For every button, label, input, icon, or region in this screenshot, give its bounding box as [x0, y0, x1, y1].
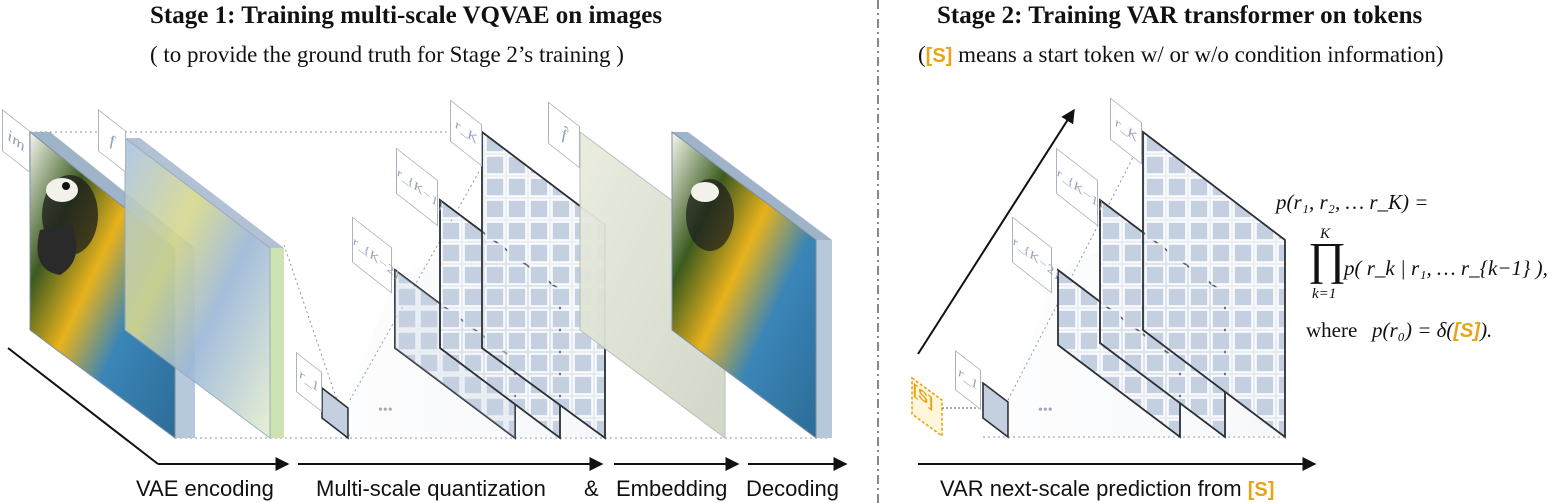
stage2-subtitle-rest: means a start token w/ or w/o condition … — [952, 42, 1444, 67]
formula-line3-token: [S] — [1453, 320, 1481, 342]
caption-amp: & — [584, 476, 599, 501]
stage2-token-map-r1 — [982, 381, 1009, 439]
caption-var-prefix: VAR next-scale prediction from — [940, 476, 1242, 501]
input-image-panel — [29, 130, 195, 439]
stage2-token-map-rK — [1142, 130, 1286, 439]
formula-upper-limit: K — [1320, 226, 1331, 242]
guide-lines — [30, 131, 830, 439]
token-map-rK — [481, 130, 606, 440]
formula-line1: p(r₁, r₂, … r_K) = — [1276, 190, 1429, 214]
token-map-r1 — [321, 386, 349, 440]
formula-product-symbol: ∏ — [1308, 233, 1346, 284]
caption-var-token: [S] — [1247, 479, 1275, 501]
stage1-title: Stage 1: Training multi-scale VQVAE on i… — [150, 2, 663, 29]
formula-term: p( r_k | r₁, … r_{k−1} ), — [1344, 256, 1548, 280]
reconstructed-image-panel — [671, 131, 832, 439]
caption-vae-encoding: VAE encoding — [136, 476, 274, 501]
caption-decoding: Decoding — [746, 476, 839, 501]
formula-lower-limit: k=1 — [1312, 286, 1337, 302]
stage1-subtitle: ( to provide the ground truth for Stage … — [150, 42, 624, 67]
formula-line3-rhs: ). — [1480, 318, 1493, 342]
depth-axis-line — [7, 347, 159, 465]
feature-map-f-panel — [124, 136, 284, 439]
start-token-label: [S] — [925, 45, 953, 67]
formula-where: where — [1306, 318, 1358, 342]
stage2-subtitle-open: ( — [918, 42, 926, 67]
stage2-subtitle: ([S] means a start token w/ or w/o condi… — [918, 42, 1444, 68]
formula-line3: p(r₀) = δ([S]). — [1372, 318, 1492, 343]
stage2-title: Stage 2: Training VAR transformer on tok… — [937, 2, 1423, 29]
caption-var-prediction: VAR next-scale prediction from [S] — [940, 476, 1274, 502]
formula-line3-lhs: p(r₀) = δ( — [1372, 318, 1454, 342]
caption-quantization: Multi-scale quantization — [316, 476, 546, 501]
caption-embedding: Embedding — [616, 476, 728, 501]
arrow-autoregressive-up — [917, 108, 1075, 355]
start-token-box — [911, 376, 943, 438]
